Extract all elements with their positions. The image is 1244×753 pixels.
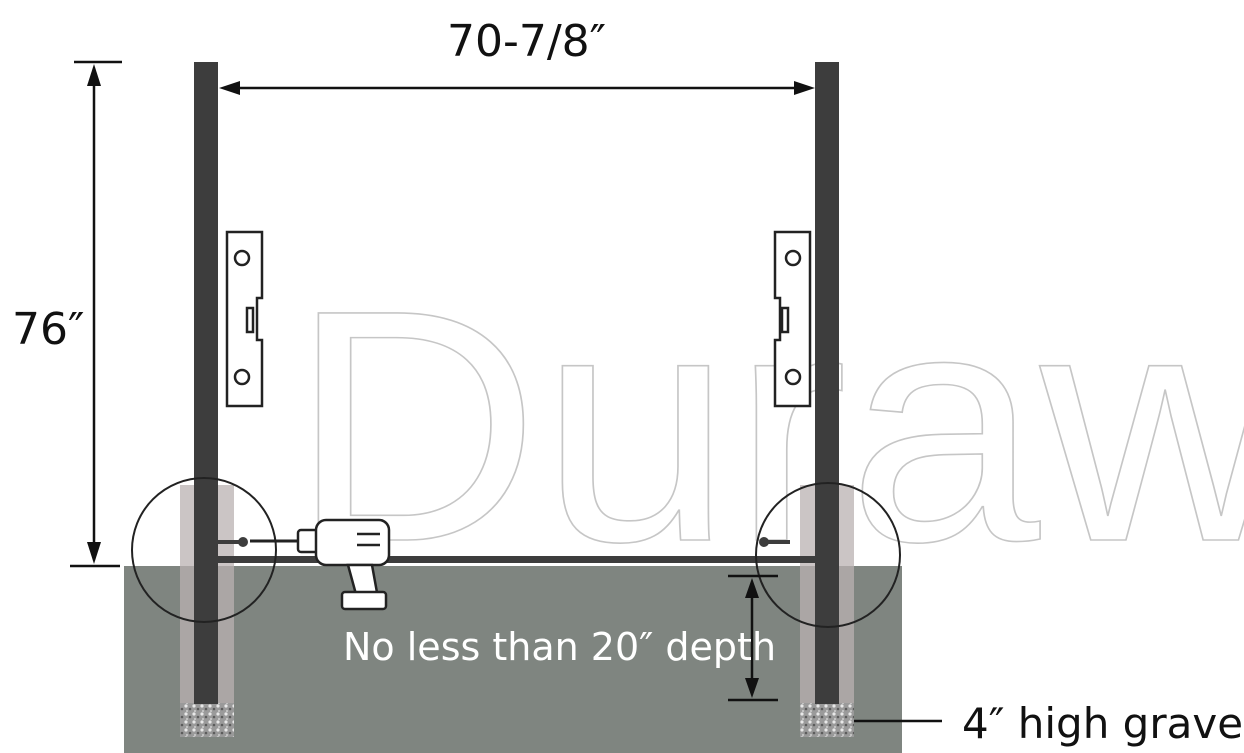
- drill-icon: [250, 518, 391, 611]
- left-bracket: [209, 526, 216, 562]
- left-level-icon: [225, 230, 264, 408]
- depth-dimension-line: [728, 574, 778, 702]
- right-detail-circle: [755, 482, 901, 628]
- watermark: Duraw: [290, 241, 1244, 610]
- left-post: [194, 62, 218, 704]
- bottom-rail: [210, 556, 822, 563]
- width-dimension-label: 70-7/8″: [447, 16, 607, 67]
- right-gravel: [800, 703, 854, 737]
- width-dimension-line: [219, 81, 815, 95]
- height-dimension-label: 76″: [12, 304, 85, 355]
- right-bracket: [815, 526, 822, 562]
- depth-note: No less than 20″ depth: [343, 625, 777, 669]
- height-dimension-line: [70, 60, 122, 568]
- right-post: [815, 62, 839, 704]
- gravel-note: 4″ high gravel: [962, 699, 1244, 748]
- right-level-icon: [773, 230, 812, 408]
- left-detail-circle: [131, 477, 277, 623]
- right-screw-head: [759, 537, 769, 547]
- left-gravel: [180, 703, 234, 737]
- ground: [124, 566, 902, 753]
- left-screw-head: [238, 537, 248, 547]
